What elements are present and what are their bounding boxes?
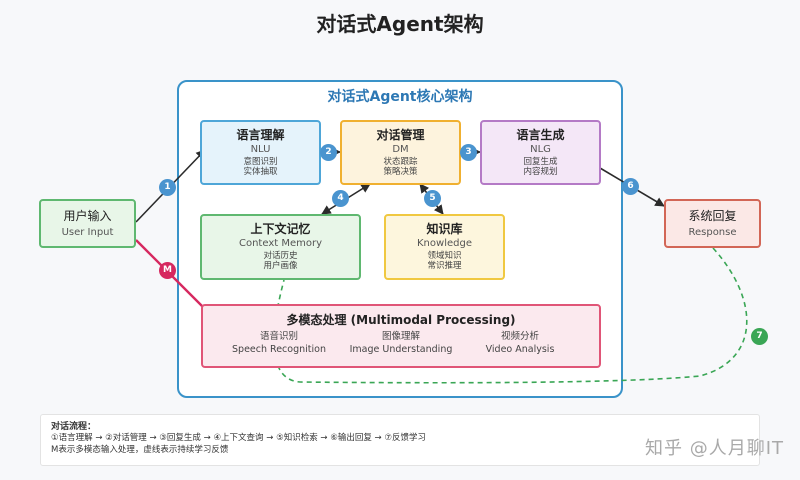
multimodal-item-video: 视频分析 Video Analysis bbox=[470, 330, 570, 357]
nlg-sub: NLG bbox=[530, 144, 551, 155]
response-title: 系统回复 bbox=[688, 209, 737, 223]
flow-legend: M表示多模态输入处理，虚线表示持续学习反馈 bbox=[51, 444, 229, 455]
dm-detail: 策略决策 bbox=[383, 167, 418, 178]
nlu-title: 语言理解 bbox=[236, 128, 285, 142]
context-memory-node[interactable]: 上下文记忆 Context Memory 对话历史 用户画像 bbox=[200, 214, 361, 280]
kb-sub: Knowledge bbox=[417, 238, 472, 249]
memory-title: 上下文记忆 bbox=[250, 222, 311, 236]
response-sub: Response bbox=[688, 227, 737, 238]
nlu-detail: 意图识别 bbox=[243, 156, 278, 167]
step-badge-1: 1 bbox=[159, 179, 176, 196]
kb-detail: 领域知识 bbox=[427, 250, 462, 261]
nlu-detail: 实体抽取 bbox=[243, 167, 278, 178]
multimodal-item-speech: 语音识别 Speech Recognition bbox=[227, 330, 331, 357]
nlg-node[interactable]: 语言生成 NLG 回复生成 内容规划 bbox=[480, 120, 601, 185]
nlu-node[interactable]: 语言理解 NLU 意图识别 实体抽取 bbox=[200, 120, 321, 185]
user-input-sub: User Input bbox=[61, 227, 114, 238]
multimodal-badge: M bbox=[159, 262, 176, 279]
video-en: Video Analysis bbox=[485, 344, 555, 356]
memory-detail: 用户画像 bbox=[263, 261, 298, 272]
step-badge-3: 3 bbox=[460, 144, 477, 161]
nlg-detail: 回复生成 bbox=[523, 156, 558, 167]
flow-notes: 对话流程： ①语言理解 → ②对话管理 → ③回复生成 → ④上下文查询 → ⑤… bbox=[40, 414, 760, 466]
image-en: Image Understanding bbox=[349, 344, 453, 356]
diagram-title: 对话式Agent架构 bbox=[316, 12, 484, 36]
dm-detail: 状态跟踪 bbox=[383, 156, 418, 167]
user-input-node[interactable]: 用户输入 User Input bbox=[39, 199, 136, 248]
step-badge-7: 7 bbox=[751, 328, 768, 345]
speech-en: Speech Recognition bbox=[232, 344, 326, 356]
memory-detail: 对话历史 bbox=[263, 250, 298, 261]
knowledge-node[interactable]: 知识库 Knowledge 领域知识 常识推理 bbox=[384, 214, 505, 280]
nlg-title: 语言生成 bbox=[516, 128, 565, 142]
step-badge-5: 5 bbox=[424, 190, 441, 207]
kb-title: 知识库 bbox=[426, 222, 463, 236]
nlu-sub: NLU bbox=[250, 144, 271, 155]
speech-zh: 语音识别 bbox=[259, 331, 298, 342]
dm-node[interactable]: 对话管理 DM 状态跟踪 策略决策 bbox=[340, 120, 461, 185]
nlg-detail: 内容规划 bbox=[523, 167, 558, 178]
video-zh: 视频分析 bbox=[500, 331, 539, 342]
kb-detail: 常识推理 bbox=[427, 261, 462, 272]
step-badge-6: 6 bbox=[622, 178, 639, 195]
memory-sub: Context Memory bbox=[238, 238, 323, 249]
step-badge-4: 4 bbox=[332, 190, 349, 207]
multimodal-node[interactable]: 多模态处理 (Multimodal Processing) bbox=[201, 304, 601, 368]
core-architecture-title: 对话式Agent核心架构 bbox=[327, 89, 473, 105]
watermark: 知乎 @人月聊IT bbox=[644, 438, 784, 459]
flow-title: 对话流程： bbox=[51, 422, 97, 432]
image-zh: 图像理解 bbox=[381, 331, 420, 342]
user-input-title: 用户输入 bbox=[63, 209, 112, 223]
dm-sub: DM bbox=[392, 144, 409, 155]
flow-steps: ①语言理解 → ②对话管理 → ③回复生成 → ④上下文查询 → ⑤知识检索 →… bbox=[51, 433, 426, 444]
multimodal-item-image: 图像理解 Image Understanding bbox=[346, 330, 456, 357]
dm-title: 对话管理 bbox=[376, 128, 425, 142]
multimodal-title: 多模态处理 (Multimodal Processing) bbox=[286, 313, 516, 327]
step-badge-2: 2 bbox=[320, 144, 337, 161]
response-node[interactable]: 系统回复 Response bbox=[664, 199, 761, 248]
